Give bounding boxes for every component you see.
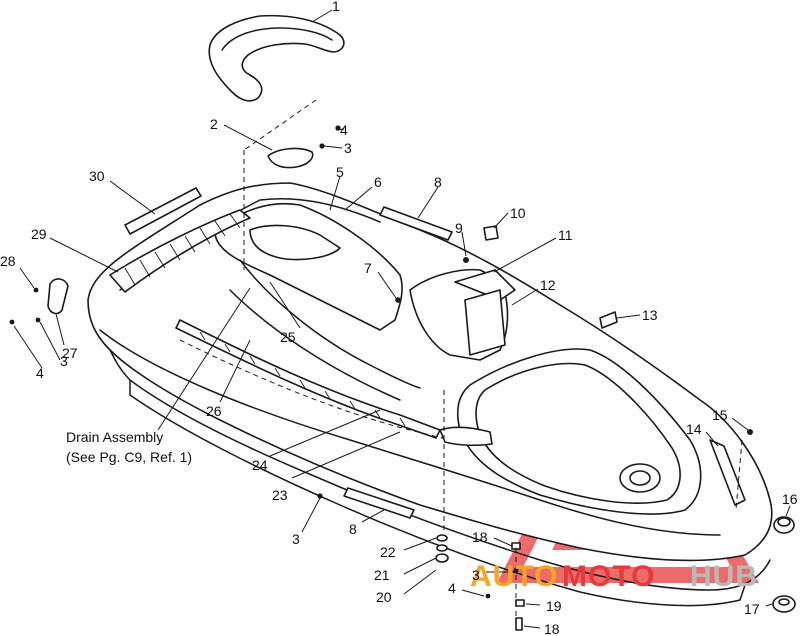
callout-label: 8 xyxy=(434,174,442,190)
callout-label: 16 xyxy=(782,491,798,507)
callout-label: 24 xyxy=(252,457,268,473)
callout-label: 10 xyxy=(510,205,526,221)
callout-label: 3 xyxy=(344,140,352,156)
callout-label: 22 xyxy=(380,544,396,560)
callout-label: 30 xyxy=(89,168,105,184)
callout-label: 20 xyxy=(376,589,392,605)
callout-label: 4 xyxy=(36,365,44,381)
callout-label: 26 xyxy=(206,403,222,419)
note-line-1: Drain Assembly xyxy=(66,429,163,445)
callout-label: 29 xyxy=(31,226,47,242)
watermark-auto: AUTO xyxy=(470,560,558,593)
pad-cap xyxy=(267,147,314,169)
callout-label: 14 xyxy=(686,421,702,437)
callout-label: 4 xyxy=(340,122,348,138)
callout-label: 13 xyxy=(642,307,658,323)
callout-label: 21 xyxy=(374,567,390,583)
callout-label: 4 xyxy=(448,580,456,596)
side-strakes xyxy=(124,187,746,519)
note-line-2: (See Pg. C9, Ref. 1) xyxy=(66,449,192,465)
hull xyxy=(87,182,773,607)
callout-label: 23 xyxy=(272,487,288,503)
callout-label: 15 xyxy=(712,407,728,423)
leader-lines xyxy=(13,9,791,629)
callout-label: 28 xyxy=(0,253,16,269)
callout-label: 3 xyxy=(472,567,480,583)
callout-label: 8 xyxy=(349,521,357,537)
callout-label: 27 xyxy=(62,345,78,361)
callout-label: 1 xyxy=(332,0,340,14)
callout-label: 6 xyxy=(374,174,382,190)
callout-label: 19 xyxy=(546,598,562,614)
drain-assembly-note: Drain Assembly (See Pg. C9, Ref. 1) xyxy=(66,429,192,465)
callout-label: 11 xyxy=(558,227,573,243)
watermark-hub: HUB xyxy=(690,560,758,593)
callout-label: 2 xyxy=(210,116,218,132)
grab-handle xyxy=(208,14,345,102)
hardware-parts xyxy=(9,125,796,631)
callout-label: 9 xyxy=(455,220,463,236)
callout-label: 18 xyxy=(472,529,488,545)
callout-label: 3 xyxy=(60,353,68,369)
watermark-logo: AUTO MOTO HUB xyxy=(470,560,758,593)
callout-label: 12 xyxy=(540,277,556,293)
callout-label: 18 xyxy=(544,621,560,636)
callout-label: 25 xyxy=(280,329,296,345)
callout-label: 7 xyxy=(364,260,372,276)
callout-label: 17 xyxy=(744,601,760,617)
watermark-moto: MOTO xyxy=(562,560,655,593)
callout-label: 5 xyxy=(336,164,344,180)
callout-label: 3 xyxy=(292,531,300,547)
